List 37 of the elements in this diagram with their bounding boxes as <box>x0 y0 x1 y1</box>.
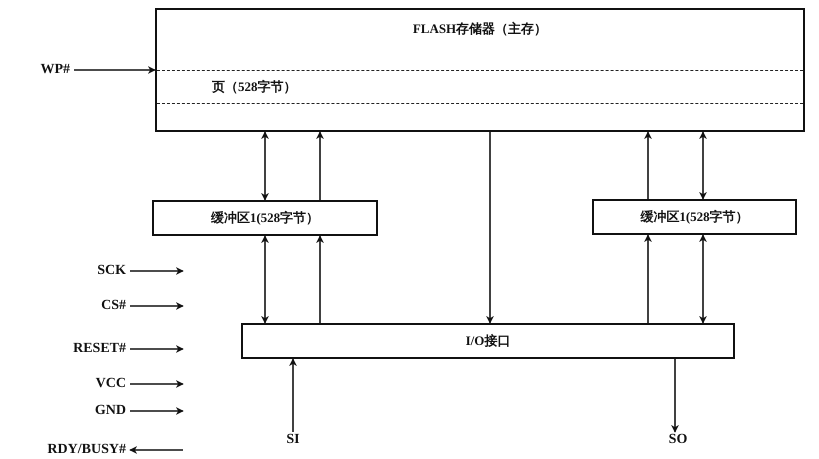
pin-label: VCC <box>60 376 126 392</box>
arrow <box>129 446 183 454</box>
pin-label: CS# <box>60 298 126 314</box>
pin-label: SO <box>660 432 696 448</box>
box-label: 页（528字节） <box>212 78 296 96</box>
arrow <box>699 234 707 324</box>
box-label: FLASH存储器（主存） <box>412 20 548 38</box>
buffer-box <box>152 200 378 236</box>
box-label: 缓冲区1(528字节） <box>640 208 749 226</box>
buffer-box <box>592 199 797 235</box>
arrow <box>486 132 494 324</box>
box-label: I/O接口 <box>466 332 510 350</box>
arrow <box>130 345 184 353</box>
arrow <box>644 234 652 323</box>
pin-label: RDY/BUSY# <box>8 442 126 458</box>
arrow <box>130 380 184 388</box>
arrow <box>316 131 324 200</box>
pin-label: SCK <box>60 263 126 279</box>
box-label: 缓冲区1(528字节） <box>210 209 320 227</box>
pin-label: SI <box>278 432 308 448</box>
page-band <box>157 70 803 104</box>
arrow <box>316 235 324 323</box>
pin-label: RESET# <box>40 341 126 357</box>
arrow <box>671 359 679 433</box>
arrow <box>261 235 269 324</box>
arrow <box>644 131 652 199</box>
pin-label: GND <box>60 403 126 419</box>
memory-box <box>155 8 805 132</box>
arrow <box>130 302 184 310</box>
interface-box <box>241 323 735 359</box>
arrow <box>130 407 184 415</box>
pin-label: WP# <box>20 62 70 78</box>
arrow <box>699 131 707 200</box>
arrow <box>261 131 269 201</box>
arrow <box>130 267 184 275</box>
arrow <box>289 358 297 432</box>
arrow <box>74 66 156 74</box>
